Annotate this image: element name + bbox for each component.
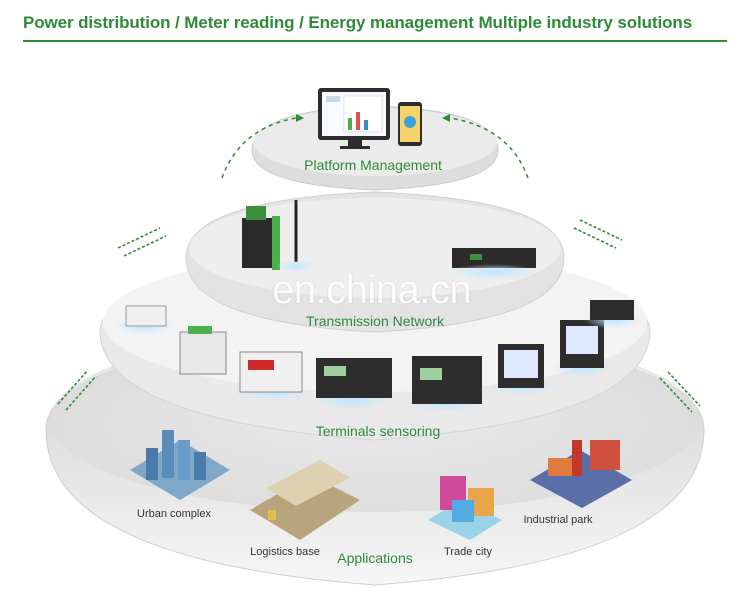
applications-label: Applications	[337, 550, 413, 566]
phone-icon	[398, 102, 422, 146]
double-arrow-lower-left	[57, 369, 97, 411]
meter-icon	[238, 351, 310, 401]
warehouse-icon	[250, 460, 360, 540]
meter-icon	[488, 344, 556, 395]
double-arrow-upper-right	[573, 219, 623, 249]
building-icon	[130, 430, 230, 500]
arrow-icon	[442, 114, 450, 122]
double-arrow-lower-right	[659, 371, 701, 413]
app-trade-city: Trade city	[444, 546, 492, 558]
app-urban-complex: Urban complex	[137, 508, 211, 520]
arrow-icon	[296, 114, 304, 122]
meter-icon	[550, 320, 614, 377]
antenna-icon	[276, 200, 316, 272]
factory-icon	[530, 440, 632, 508]
header: Power distribution / Meter reading / Ene…	[23, 10, 727, 42]
platform-label: Platform Management	[304, 157, 442, 173]
meter-icon	[114, 305, 174, 335]
meter-icon	[312, 358, 392, 410]
page-title: Power distribution / Meter reading / Ene…	[23, 13, 693, 32]
app-logistics-base: Logistics base	[250, 546, 320, 558]
dashed-arrow-left	[221, 117, 297, 179]
market-icon	[428, 476, 502, 540]
meter-icon	[179, 326, 227, 375]
meter-icon	[584, 300, 644, 329]
terminals-label: Terminals sensoring	[315, 423, 441, 439]
monitor-icon	[318, 88, 390, 149]
router-icon	[448, 248, 540, 280]
gateway-icon	[242, 206, 280, 270]
watermark: en.china.cn	[272, 268, 472, 312]
platform-disc	[251, 105, 499, 191]
double-arrow-upper-left	[117, 227, 167, 257]
meter-icon	[406, 356, 486, 412]
transmission-label: Transmission Network	[306, 313, 444, 329]
dashed-arrow-right	[449, 117, 529, 179]
app-industrial-park: Industrial park	[523, 514, 593, 526]
